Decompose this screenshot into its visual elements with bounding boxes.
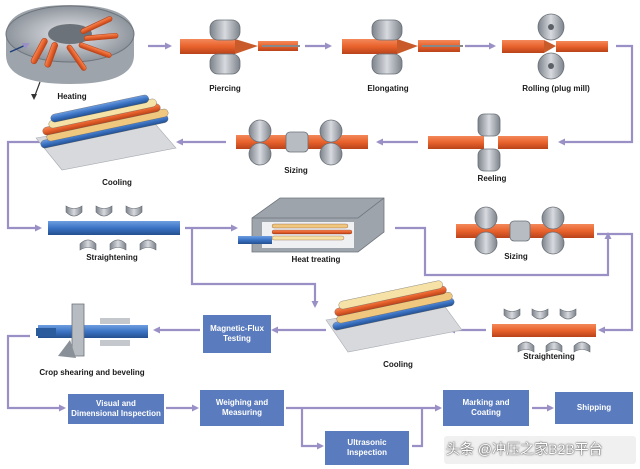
flow-lines (6, 42, 634, 450)
label-straightening-1: Straightening (86, 253, 138, 262)
elongating-illustration (342, 19, 463, 75)
box-visual-inspection: Visual and Dimensional Inspection (68, 394, 164, 424)
arrow-rolling-reeling (558, 44, 634, 146)
sizing-1-illustration (236, 119, 368, 166)
arrow-ultrasonic-marking (412, 408, 424, 448)
arrow-weighing-ultrasonic (300, 408, 324, 450)
sizing-2-illustration (456, 206, 594, 255)
arrow-cooling-straightening (6, 140, 42, 232)
label-cooling-1: Cooling (102, 178, 132, 187)
arrow-heattreat-sizing (395, 226, 612, 277)
label-piercing: Piercing (209, 84, 241, 93)
label-sizing-1: Sizing (284, 166, 308, 175)
box-magnetic-flux-testing: Magnetic-Flux Testing (203, 315, 271, 353)
label-rolling: Rolling (plug mill) (522, 84, 590, 93)
label-heat-treating: Heat treating (291, 255, 341, 264)
cooling-2-illustration (325, 280, 463, 353)
watermark-text: 头条 @冲压之家B2B平台 (446, 441, 603, 457)
arrow-bypass-to-cooling (190, 228, 319, 308)
label-elongating: Elongating (367, 84, 409, 93)
reeling-illustration (428, 113, 548, 172)
box-marking-coating: Marking and Coating (443, 390, 529, 426)
label-sizing-2: Sizing (504, 252, 528, 261)
box-weighing-measuring: Weighing and Measuring (200, 390, 284, 426)
label-reeling: Reeling (477, 174, 507, 183)
label-straightening-2: Straightening (523, 352, 575, 361)
label-cooling-2: Cooling (383, 360, 413, 369)
heating-furnace-illustration (5, 5, 135, 100)
straightening-2-illustration (492, 308, 596, 353)
heat-treating-illustration (238, 197, 385, 253)
piercing-illustration (180, 19, 300, 75)
label-crop-shearing: Crop shearing and beveling (39, 368, 145, 377)
rolling-illustration (502, 13, 608, 80)
arrow-sizing-straightening (597, 232, 634, 334)
label-heating: Heating (57, 92, 87, 101)
arrow-cropshear-visual (6, 334, 66, 412)
straightening-1-illustration (48, 205, 180, 251)
box-ultrasonic-inspection: Ultrasonic Inspection (325, 431, 409, 465)
watermark-backdrop (444, 436, 636, 464)
crop-shearing-illustration (36, 303, 148, 358)
cooling-1-illustration (35, 94, 177, 171)
box-shipping: Shipping (555, 392, 633, 424)
